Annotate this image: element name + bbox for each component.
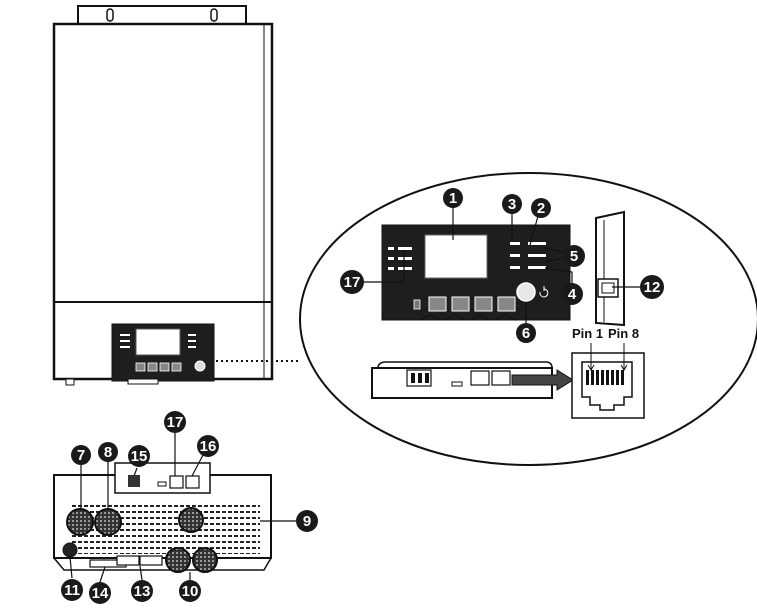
callouts: 1 3 2 5 4 6 17 12 7 8 15 17 16 9 11 14 1… xyxy=(61,188,664,604)
power-switch xyxy=(516,282,536,302)
rs232-port xyxy=(116,555,140,566)
svg-text:13: 13 xyxy=(134,583,151,600)
callout-16: 16 xyxy=(197,435,219,457)
callout-9: 9 xyxy=(296,510,318,532)
callout-1: 1 xyxy=(443,188,463,208)
usb-port xyxy=(451,381,463,387)
side-view xyxy=(595,210,625,327)
usb-port xyxy=(157,481,167,487)
front-control-panel xyxy=(111,323,215,382)
function-buttons xyxy=(413,296,516,312)
inverter-bottom-view xyxy=(53,462,272,573)
svg-text:11: 11 xyxy=(64,582,80,599)
leader-lines xyxy=(69,207,640,583)
circuit-breaker xyxy=(62,542,78,558)
svg-text:17: 17 xyxy=(167,414,184,431)
svg-text:8: 8 xyxy=(104,444,112,461)
callout-4: 4 xyxy=(561,283,583,305)
arrow-icon xyxy=(511,369,574,391)
svg-text:14: 14 xyxy=(92,585,109,602)
svg-text:7: 7 xyxy=(77,447,85,464)
callout-11: 11 xyxy=(61,579,83,601)
function-button xyxy=(428,296,447,312)
keyhole-icon xyxy=(210,8,218,22)
keyhole-icon xyxy=(106,8,114,22)
left-led-indicators xyxy=(388,247,412,270)
bms-port xyxy=(139,555,163,566)
callout-12: 12 xyxy=(640,275,664,299)
battery-input-gland xyxy=(94,508,122,536)
callout-10: 10 xyxy=(179,580,201,602)
svg-text:1: 1 xyxy=(449,190,457,207)
rj45-port xyxy=(169,475,184,489)
callout-2: 2 xyxy=(531,198,551,218)
terminal-block xyxy=(128,475,140,487)
callout-5: 5 xyxy=(563,245,585,267)
callout-6: 6 xyxy=(516,323,536,343)
callout-3: 3 xyxy=(502,194,522,214)
lcd-display xyxy=(424,234,488,279)
pin8-label: Pin 8 xyxy=(608,326,639,341)
callout-15: 15 xyxy=(128,445,150,467)
callout-13: 13 xyxy=(131,580,153,602)
ac-input-gland xyxy=(165,547,191,573)
inverter-housing xyxy=(52,22,274,381)
pv-input-gland xyxy=(66,508,94,536)
svg-text:15: 15 xyxy=(131,448,148,465)
function-button xyxy=(497,296,516,312)
svg-text:10: 10 xyxy=(182,583,199,600)
svg-text:16: 16 xyxy=(200,438,217,455)
svg-text:6: 6 xyxy=(522,325,530,342)
rj45-pinout-detail: Pin 1 Pin 8 xyxy=(571,326,645,419)
right-led-indicators xyxy=(510,242,546,269)
rj45-port xyxy=(470,370,490,386)
inverter-front-view xyxy=(52,5,274,386)
svg-text:5: 5 xyxy=(570,248,578,265)
callout-8: 8 xyxy=(98,442,118,462)
bottom-view-module xyxy=(371,361,574,399)
rj45-port xyxy=(491,370,511,386)
callout-7: 7 xyxy=(71,445,91,465)
svg-text:3: 3 xyxy=(508,196,516,213)
rj45-port xyxy=(185,475,200,489)
zoomed-control-panel xyxy=(381,224,571,321)
bluetooth-icon xyxy=(413,299,421,310)
ac-output-gland xyxy=(192,547,218,573)
power-icon xyxy=(539,286,549,298)
pin1-label: Pin 1 xyxy=(572,326,603,341)
callout-17-bottom: 17 xyxy=(164,411,186,433)
function-button xyxy=(474,296,493,312)
ac-gland xyxy=(178,507,204,533)
svg-text:17: 17 xyxy=(344,274,361,291)
svg-text:4: 4 xyxy=(568,286,577,303)
function-button xyxy=(451,296,470,312)
mounting-bracket xyxy=(77,5,247,25)
svg-text:12: 12 xyxy=(644,279,661,296)
callout-17-panel: 17 xyxy=(340,270,364,294)
callout-14: 14 xyxy=(89,582,111,604)
svg-text:9: 9 xyxy=(303,513,311,530)
svg-text:2: 2 xyxy=(537,200,545,217)
